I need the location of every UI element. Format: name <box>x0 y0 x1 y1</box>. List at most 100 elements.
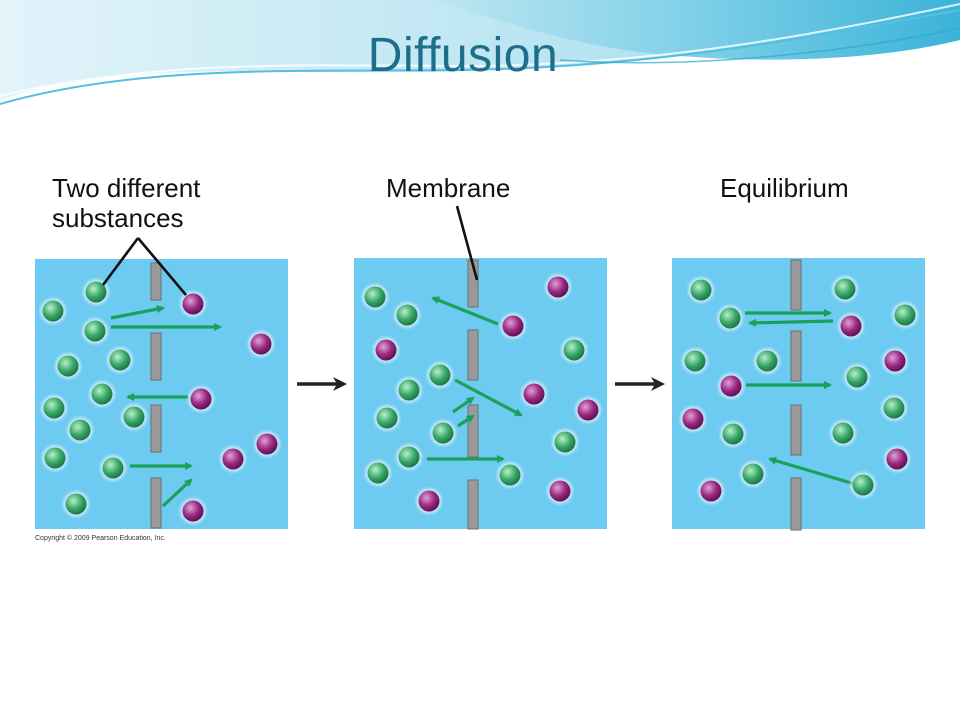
molecule-body <box>57 355 79 377</box>
membrane-segment <box>150 262 162 301</box>
green-molecule <box>559 335 589 365</box>
molecule-body <box>846 366 868 388</box>
green-molecule <box>890 300 920 330</box>
green-molecule <box>53 351 83 381</box>
movement-arrow <box>431 296 499 326</box>
green-molecule <box>105 345 135 375</box>
molecule-body <box>894 304 916 326</box>
label-equilibrium: Equilibrium <box>720 173 849 203</box>
purple-molecule <box>678 404 708 434</box>
molecule-body <box>190 388 212 410</box>
molecule-body <box>418 490 440 512</box>
header-wave-decoration <box>0 0 960 105</box>
green-molecule <box>828 418 858 448</box>
molecule-body <box>367 462 389 484</box>
movement-arrow <box>161 478 193 508</box>
membrane-segment <box>467 329 479 381</box>
green-molecule <box>40 443 70 473</box>
green-molecule <box>830 274 860 304</box>
molecule-body <box>69 419 91 441</box>
purple-molecule <box>882 444 912 474</box>
molecule-body <box>222 448 244 470</box>
molecule-body <box>690 279 712 301</box>
diffusion-diagram <box>35 205 925 531</box>
green-molecule <box>394 375 424 405</box>
molecule-body <box>722 423 744 445</box>
molecule-body <box>523 383 545 405</box>
purple-molecule <box>519 379 549 409</box>
molecule-body <box>250 333 272 355</box>
diffusion-figure: Two different substances Membrane Equili… <box>33 168 930 548</box>
membrane-segment <box>467 479 479 530</box>
molecule-body <box>742 463 764 485</box>
membrane-segment <box>150 332 162 381</box>
green-molecule <box>392 300 422 330</box>
molecule-body <box>43 397 65 419</box>
label-substances: substances <box>52 203 184 233</box>
molecule-body <box>91 383 113 405</box>
green-molecule <box>686 275 716 305</box>
molecule-body <box>432 422 454 444</box>
molecule-body <box>884 350 906 372</box>
membrane-segment <box>467 259 479 308</box>
molecule-body <box>554 431 576 453</box>
molecule-body <box>44 447 66 469</box>
molecule-body <box>756 350 778 372</box>
purple-molecule <box>498 311 528 341</box>
molecule-body <box>502 315 524 337</box>
membrane-segment <box>790 477 802 531</box>
molecule-body <box>852 474 874 496</box>
purple-molecule <box>218 444 248 474</box>
membrane-segment <box>790 259 802 311</box>
purple-molecule <box>252 429 282 459</box>
green-molecule <box>550 427 580 457</box>
copyright-notice: Copyright © 2009 Pearson Education, Inc. <box>35 535 166 542</box>
purple-molecule <box>836 311 866 341</box>
molecule-body <box>883 397 905 419</box>
molecule-body <box>682 408 704 430</box>
green-molecule <box>65 415 95 445</box>
molecule-body <box>182 293 204 315</box>
molecule-body <box>834 278 856 300</box>
label-pointer-line <box>455 205 479 281</box>
molecule-body <box>256 433 278 455</box>
green-molecule <box>495 460 525 490</box>
molecule-body <box>109 349 131 371</box>
purple-molecule <box>543 272 573 302</box>
molecule-body <box>42 300 64 322</box>
movement-arrow <box>454 378 523 417</box>
green-molecule <box>87 379 117 409</box>
purple-molecule <box>178 496 208 526</box>
molecule-body <box>102 457 124 479</box>
molecule-body <box>684 350 706 372</box>
membrane-segment <box>790 330 802 382</box>
molecule-body <box>720 375 742 397</box>
movement-arrow <box>452 396 475 414</box>
green-molecule <box>98 453 128 483</box>
green-molecule <box>425 360 455 390</box>
movement-arrow <box>768 456 859 487</box>
molecule-body <box>84 320 106 342</box>
molecule-body <box>832 422 854 444</box>
label-two-different: Two different <box>52 173 201 203</box>
green-molecule <box>38 296 68 326</box>
molecule-body <box>499 464 521 486</box>
purple-molecule <box>716 371 746 401</box>
molecule-body <box>376 407 398 429</box>
green-molecule <box>394 442 424 472</box>
green-molecule <box>738 459 768 489</box>
label-pointer-line <box>137 237 187 296</box>
molecule-body <box>577 399 599 421</box>
purple-molecule <box>186 384 216 414</box>
purple-molecule <box>414 486 444 516</box>
purple-molecule <box>696 476 726 506</box>
green-molecule <box>363 458 393 488</box>
molecule-body <box>719 307 741 329</box>
green-molecule <box>715 303 745 333</box>
movement-arrow <box>748 318 834 327</box>
green-molecule <box>879 393 909 423</box>
molecule-body <box>398 446 420 468</box>
purple-molecule <box>573 395 603 425</box>
molecule-body <box>429 364 451 386</box>
